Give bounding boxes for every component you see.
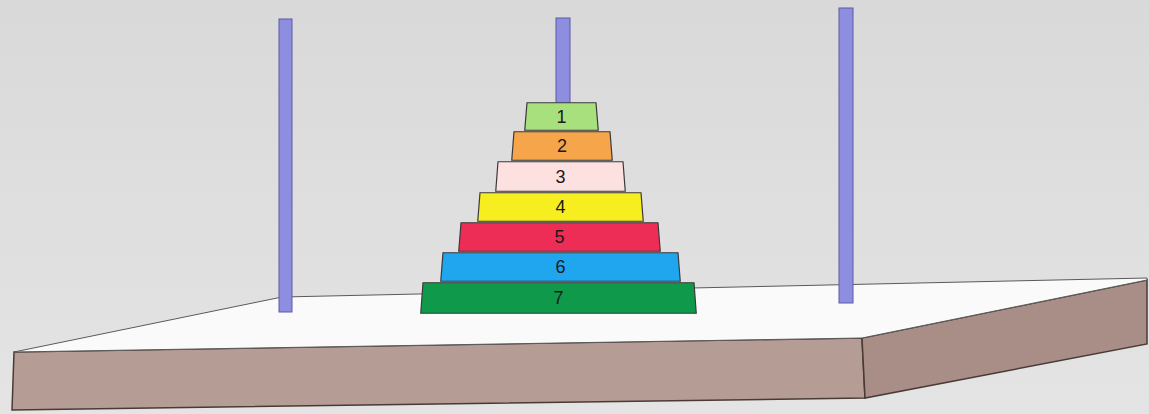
disk: 7	[420, 282, 697, 314]
disk-number: 7	[553, 289, 563, 307]
disk-number: 2	[557, 137, 567, 155]
disk: 2	[511, 131, 613, 161]
board-top	[14, 278, 1147, 352]
disk-outline	[478, 193, 644, 222]
disk-outline	[459, 223, 661, 252]
disk-number: 3	[555, 168, 565, 186]
disk-number: 5	[554, 228, 564, 246]
disk-outline	[421, 283, 697, 314]
disk: 1	[524, 102, 599, 131]
disk: 6	[440, 252, 681, 282]
disk: 5	[458, 222, 661, 252]
disk-number: 1	[556, 108, 566, 126]
peg	[839, 8, 853, 303]
disk-outline	[496, 162, 626, 192]
disk: 4	[477, 192, 644, 222]
disk-number: 4	[555, 198, 565, 216]
disk-outline	[525, 103, 599, 131]
disk-number: 6	[555, 258, 565, 276]
disk: 3	[495, 161, 626, 192]
peg	[279, 19, 292, 312]
disk-outline	[441, 253, 681, 282]
peg	[556, 18, 570, 108]
disk-outline	[512, 132, 613, 161]
